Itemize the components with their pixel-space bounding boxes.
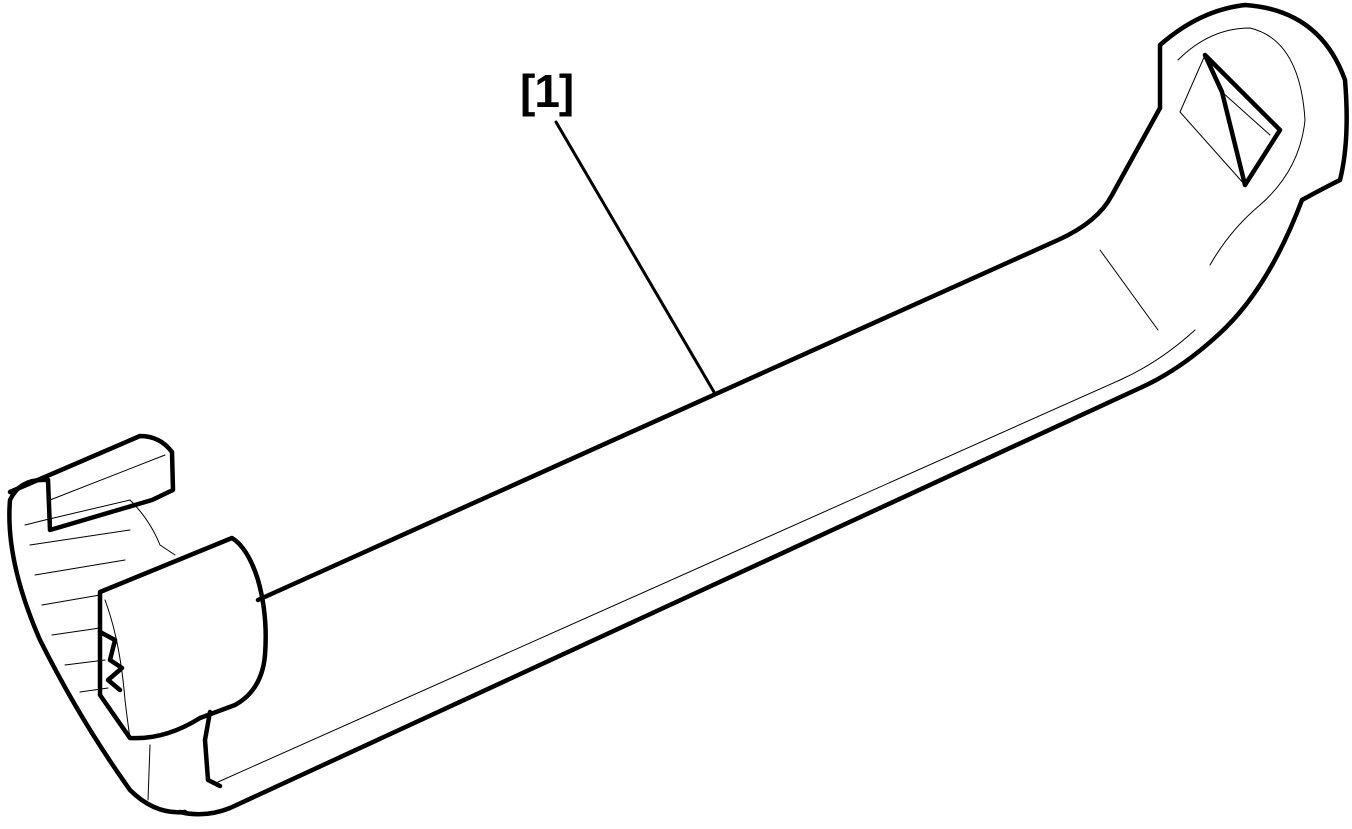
- crowfoot-flute-5: [64, 659, 106, 666]
- crowfoot-flute-3: [41, 594, 101, 606]
- crowfoot-outer: [97, 535, 268, 741]
- handle-lower-lip: [202, 709, 223, 789]
- crowfoot-flute-6: [79, 687, 109, 693]
- crowfoot-teeth: [97, 629, 125, 693]
- callout-leader-line: [554, 120, 716, 394]
- crowfoot-top-jaw: [7, 433, 176, 533]
- crowfoot-back-ring: [7, 477, 188, 815]
- crowfoot-inner-jaw: [24, 499, 176, 556]
- crowfoot-front-curve: [104, 599, 131, 739]
- square-drive-face-top: [1221, 91, 1271, 136]
- crowfoot-flute-4: [51, 627, 101, 636]
- drive-head-inner-rim: [1177, 27, 1306, 266]
- handle-right-bend: [177, 197, 1305, 817]
- drive-head-outline: [1157, 2, 1349, 203]
- handle-inner-edge: [217, 329, 1196, 783]
- handle-bend-crease: [1099, 249, 1159, 331]
- crowfoot-flute-2: [34, 559, 126, 576]
- crowfoot-top-jaw-face: [49, 454, 166, 501]
- square-drive-face: [1179, 54, 1246, 186]
- callout-label-1: [1]: [520, 65, 574, 117]
- crowfoot-flute-1: [29, 529, 131, 546]
- square-drive-hole: [1202, 52, 1283, 188]
- crowfoot-side-line: [147, 744, 151, 801]
- handle-top-edge: [255, 105, 1163, 603]
